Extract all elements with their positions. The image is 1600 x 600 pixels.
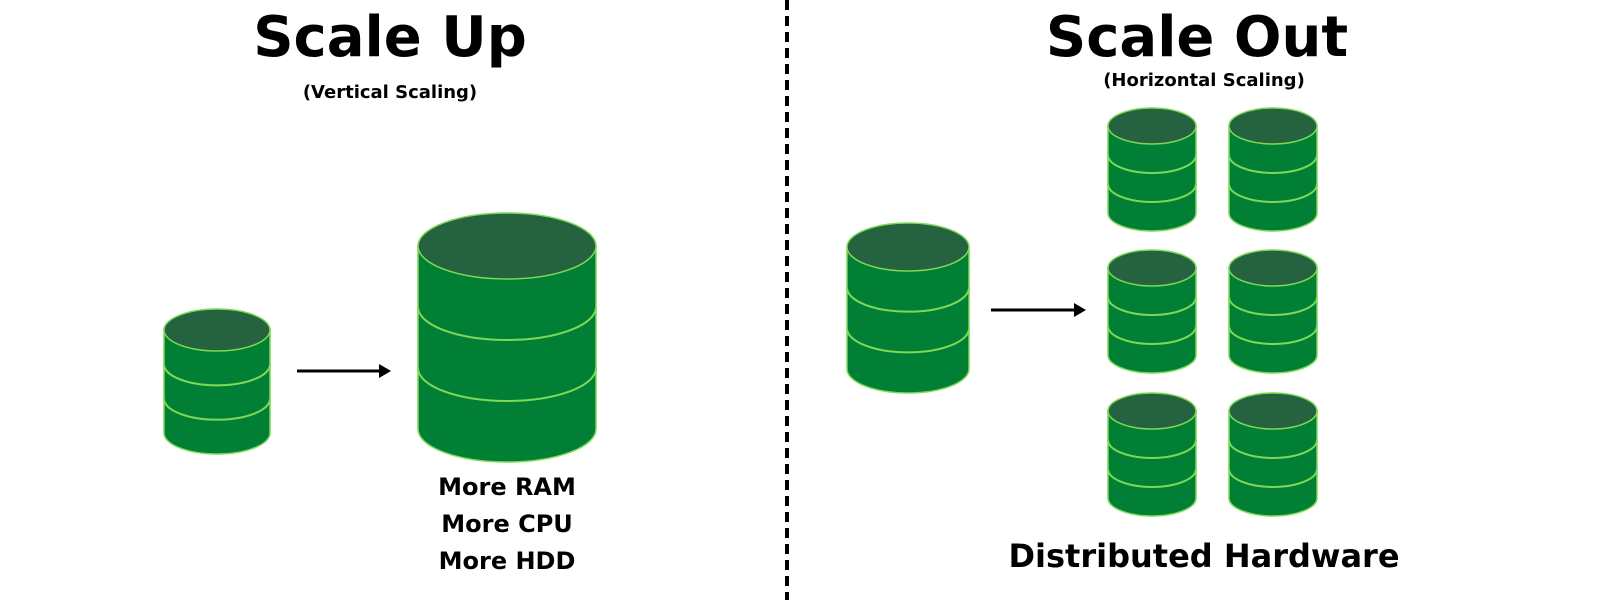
database-icon-node-5 (1107, 392, 1197, 517)
arrow-right-icon-scale-up (297, 364, 391, 378)
database-icon-node-2 (1228, 107, 1318, 232)
spec-ram: More RAM (438, 473, 576, 501)
database-icon-node-4 (1228, 249, 1318, 374)
distributed-hardware-caption: Distributed Hardware (1008, 537, 1400, 575)
scale-out-subtitle: (Horizontal Scaling) (1103, 70, 1305, 91)
spec-hdd: More HDD (438, 547, 576, 575)
database-icon-single (846, 222, 970, 394)
scale-out-title: Scale Out (1045, 5, 1349, 70)
database-icon-node-3 (1107, 249, 1197, 374)
spec-cpu: More CPU (441, 510, 573, 538)
scale-up-title: Scale Up (253, 5, 527, 70)
upgrade-specs: More RAM More CPU More HDD (438, 475, 576, 586)
database-icon-large (417, 212, 597, 463)
arrow-right-icon-scale-out (991, 303, 1086, 317)
scale-up-subtitle: (Vertical Scaling) (302, 82, 478, 103)
database-icon-node-1 (1107, 107, 1197, 232)
database-icon-small (163, 308, 271, 455)
database-icon-node-6 (1228, 392, 1318, 517)
